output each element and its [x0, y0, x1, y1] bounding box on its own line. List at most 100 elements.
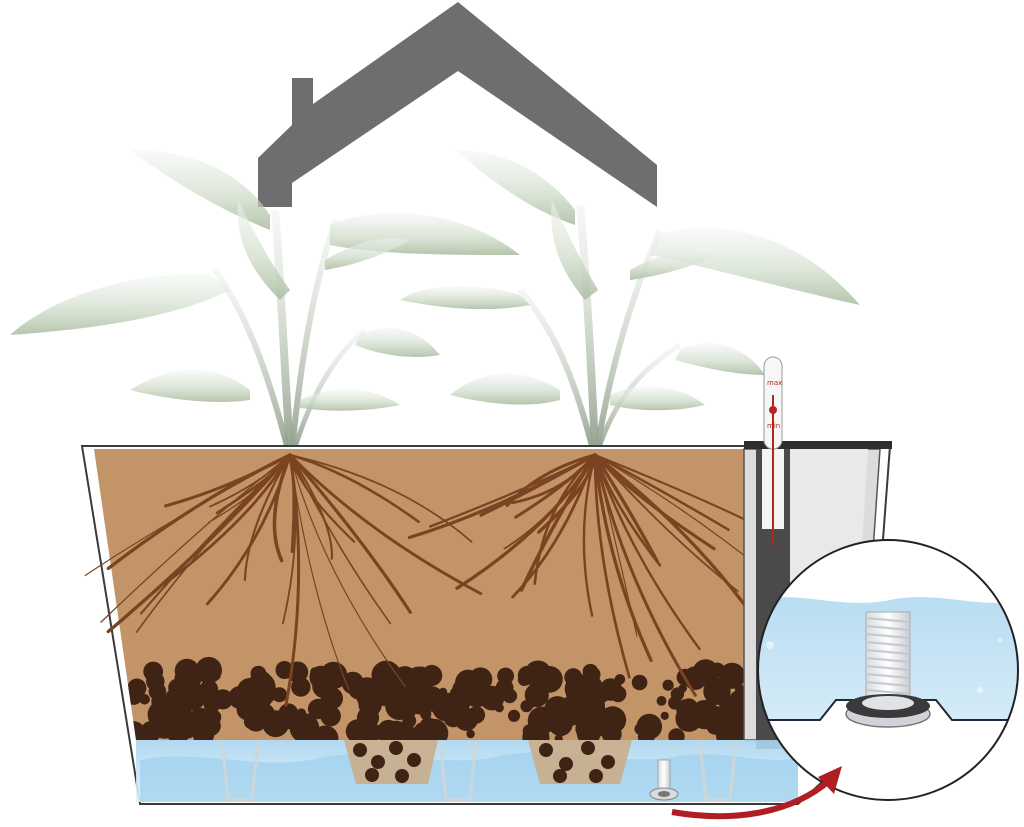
bolt-thread [865, 689, 911, 695]
clay-pebble [320, 676, 336, 692]
water-level-gauge-icon: max min [763, 356, 783, 545]
root-strand [519, 453, 597, 592]
root-strand [593, 453, 755, 618]
pot-feet [220, 741, 738, 802]
root-system-right [407, 453, 800, 697]
clay-pebble [606, 734, 618, 740]
clay-pebble [391, 675, 421, 705]
clay-pebble [253, 671, 272, 690]
clay-pebble [421, 664, 443, 687]
clay-pebble [412, 685, 422, 695]
root-system-left [84, 453, 483, 707]
clay-pebble [395, 769, 409, 783]
clay-pebble [554, 734, 563, 740]
clay-pebble [278, 703, 299, 724]
clay-pebble [599, 678, 623, 701]
clay-pebble [95, 689, 115, 710]
bolt-thread [865, 673, 911, 679]
clay-pebble [94, 684, 115, 706]
curved-arrow-icon [671, 766, 842, 820]
clay-pebble [520, 700, 533, 713]
clay-pebble [393, 723, 418, 740]
clay-pebble [631, 674, 648, 691]
drain-valve-icon [649, 759, 679, 801]
clay-pebble [261, 707, 273, 720]
gauge-min-label: min [767, 422, 780, 430]
clay-pebble [139, 694, 150, 705]
clay-pebble [389, 741, 403, 755]
root-strand [282, 454, 297, 625]
bolt-thread [865, 617, 911, 623]
bolt-thread [865, 625, 911, 631]
clay-pebble [94, 671, 117, 701]
clay-pebble [455, 669, 482, 696]
clay-pebble [419, 718, 449, 740]
clay-pebble [236, 698, 258, 721]
plant-icon [10, 150, 520, 451]
bolt-thread [865, 665, 911, 671]
clay-pebble [553, 769, 567, 783]
clay-pebble [524, 660, 552, 688]
gauge-max-label: max [767, 379, 782, 387]
clay-pebble [420, 708, 432, 720]
clay-pebble [584, 669, 599, 685]
clay-pebble [199, 679, 219, 699]
clay-pebble [683, 666, 707, 690]
clay-pebble [660, 711, 669, 720]
clay-pebble [718, 695, 731, 707]
clay-pebble [467, 706, 486, 724]
clay-pebble [601, 755, 615, 769]
clay-pebble [494, 703, 504, 713]
clay-pebble [728, 677, 739, 688]
root-strand [593, 453, 730, 531]
root-strand [288, 453, 412, 614]
clay-pebble [371, 755, 385, 769]
root-strand [289, 454, 392, 625]
clay-pebble [291, 677, 311, 697]
clay-pebble [104, 675, 120, 690]
bolt-thread [865, 633, 911, 639]
clay-pebble [353, 743, 367, 757]
clay-pebble [348, 678, 370, 700]
root-strand [272, 453, 292, 563]
root-strand [288, 453, 483, 596]
root-strand [593, 453, 653, 663]
planter-pot [80, 441, 892, 805]
clay-pebble [94, 673, 113, 696]
clay-pebble [353, 719, 371, 737]
clay-pebble [418, 686, 445, 712]
root-strand [289, 454, 473, 543]
bolt-thread [865, 657, 911, 663]
chamber-lid [744, 441, 892, 449]
root-strand [289, 454, 406, 687]
clay-pebble [727, 688, 744, 719]
clay-pebble [495, 678, 514, 697]
root-strand [593, 453, 697, 697]
clay-pebble [614, 674, 626, 685]
clay-pebble [365, 768, 379, 782]
clay-pebble [275, 661, 294, 679]
clay-pebble [206, 709, 222, 725]
clay-pebble [127, 678, 147, 698]
plant-right [400, 150, 860, 451]
root-strand [593, 453, 662, 567]
clay-pebble [670, 687, 685, 701]
clay-pebble [564, 668, 583, 687]
clay-pebble [584, 714, 608, 738]
clay-pebble [591, 697, 606, 712]
root-strand [100, 454, 291, 623]
clay-pebble [662, 679, 674, 691]
root-strand [164, 453, 292, 508]
water-surface [140, 752, 798, 802]
clay-pebble-layer [94, 656, 744, 740]
plant-icon [400, 150, 860, 451]
root-strand [593, 453, 631, 679]
clay-pebble [656, 696, 667, 706]
inset-drain-bolt [845, 611, 931, 728]
clay-pebble [97, 708, 108, 719]
clay-pebble [559, 757, 573, 771]
clay-pebble [722, 726, 736, 739]
bolt-thread [865, 681, 911, 687]
clay-pebble [589, 769, 603, 783]
